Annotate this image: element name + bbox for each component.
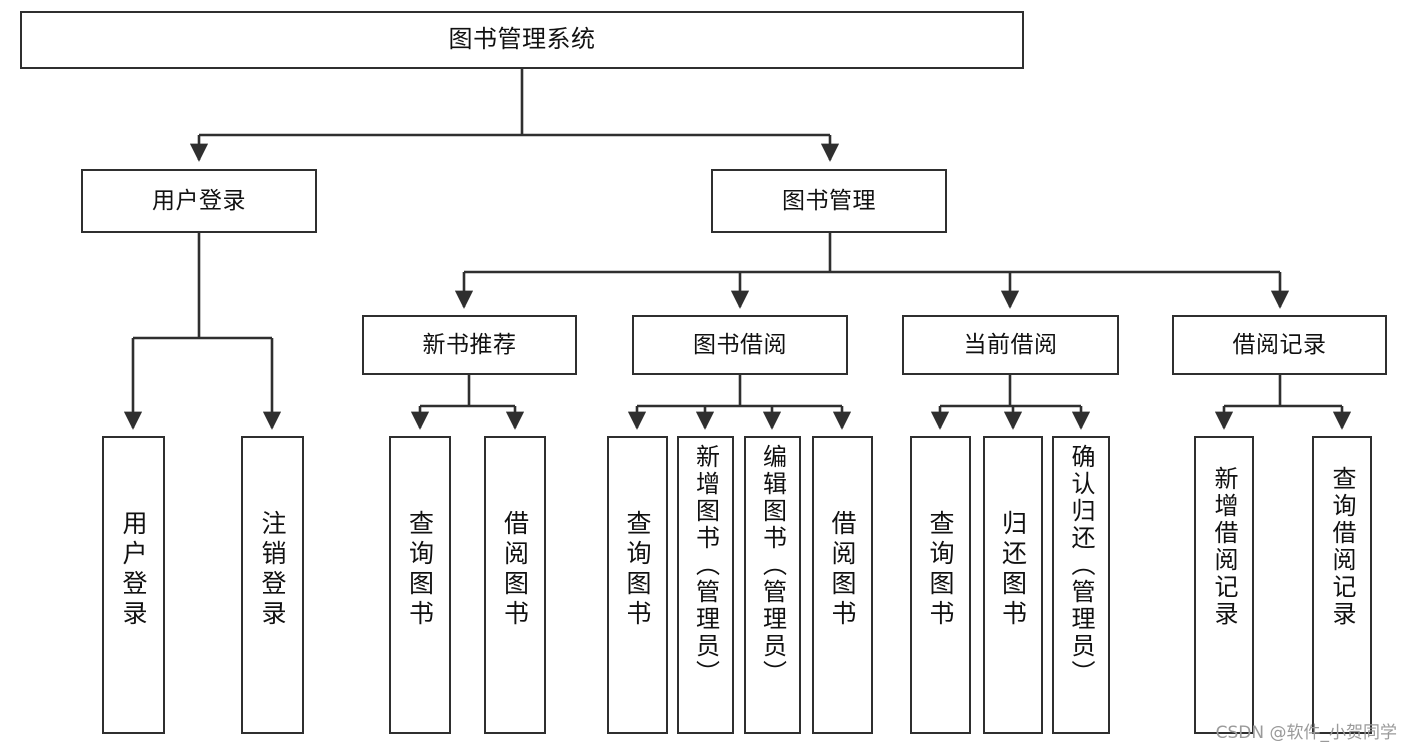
node-user-login[interactable]: 用户登录	[81, 169, 317, 233]
node-label: 借阅图书	[500, 510, 530, 630]
node-label: 用户登录	[119, 510, 148, 630]
node-label: 查询借阅记录	[1328, 466, 1356, 628]
node-label: 注销登录	[258, 510, 287, 630]
node-root-system[interactable]: 图书管理系统	[20, 11, 1024, 69]
leaf-query-book-recommend[interactable]: 查询图书	[389, 436, 451, 734]
node-new-book-recommend[interactable]: 新书推荐	[362, 315, 577, 375]
node-label: 确认归还（管理员）	[1067, 444, 1095, 687]
node-book-manage[interactable]: 图书管理	[711, 169, 947, 233]
node-current-borrow[interactable]: 当前借阅	[902, 315, 1119, 375]
leaf-add-borrow-record[interactable]: 新增借阅记录	[1194, 436, 1254, 734]
leaf-query-borrow-record[interactable]: 查询借阅记录	[1312, 436, 1372, 734]
leaf-confirm-return[interactable]: 确认归还（管理员）	[1052, 436, 1110, 734]
node-label: 借阅图书	[828, 510, 857, 630]
node-label: 图书管理	[782, 187, 876, 214]
leaf-query-book-current[interactable]: 查询图书	[910, 436, 971, 734]
node-label: 新增图书（管理员）	[691, 444, 720, 687]
leaf-add-book[interactable]: 新增图书（管理员）	[677, 436, 734, 734]
node-book-borrow[interactable]: 图书借阅	[632, 315, 848, 375]
node-label: 新增借阅记录	[1210, 466, 1238, 628]
watermark-text: CSDN @软件_小贺同学	[1215, 723, 1397, 743]
node-label: 查询图书	[926, 510, 955, 630]
node-label: 图书借阅	[693, 331, 787, 358]
node-label: 图书管理系统	[448, 25, 596, 54]
leaf-return-book[interactable]: 归还图书	[983, 436, 1043, 734]
node-label: 用户登录	[152, 187, 246, 214]
node-label: 归还图书	[998, 510, 1028, 630]
leaf-user-login[interactable]: 用户登录	[102, 436, 165, 734]
leaf-borrow-book-recommend[interactable]: 借阅图书	[484, 436, 546, 734]
node-label: 新书推荐	[422, 331, 517, 358]
node-label: 查询图书	[623, 510, 652, 630]
node-label: 当前借阅	[963, 331, 1058, 358]
node-borrow-record[interactable]: 借阅记录	[1172, 315, 1387, 375]
node-label: 编辑图书（管理员）	[758, 444, 787, 687]
leaf-edit-book[interactable]: 编辑图书（管理员）	[744, 436, 801, 734]
leaf-query-book-borrow[interactable]: 查询图书	[607, 436, 668, 734]
leaf-user-logout[interactable]: 注销登录	[241, 436, 304, 734]
node-label: 借阅记录	[1232, 331, 1327, 358]
node-label: 查询图书	[405, 510, 435, 630]
leaf-borrow-book[interactable]: 借阅图书	[812, 436, 873, 734]
